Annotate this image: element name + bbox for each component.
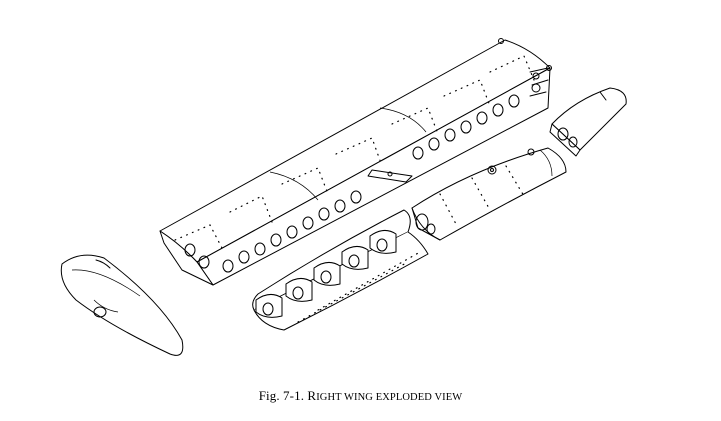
figure-caption: Fig. 7-1. Right wing exploded view <box>0 388 721 404</box>
caption-number: Fig. 7-1. <box>258 388 305 403</box>
main-wing-panel <box>159 38 552 286</box>
lightening-holes <box>184 94 520 273</box>
wing-tip-fairing <box>549 87 627 157</box>
center-section <box>411 147 567 241</box>
caption-title-rest: ight wing exploded view <box>316 392 463 403</box>
leading-edge-section <box>252 209 429 331</box>
wing-root-fairing <box>60 254 184 356</box>
caption-title-first-letter: R <box>307 388 317 403</box>
